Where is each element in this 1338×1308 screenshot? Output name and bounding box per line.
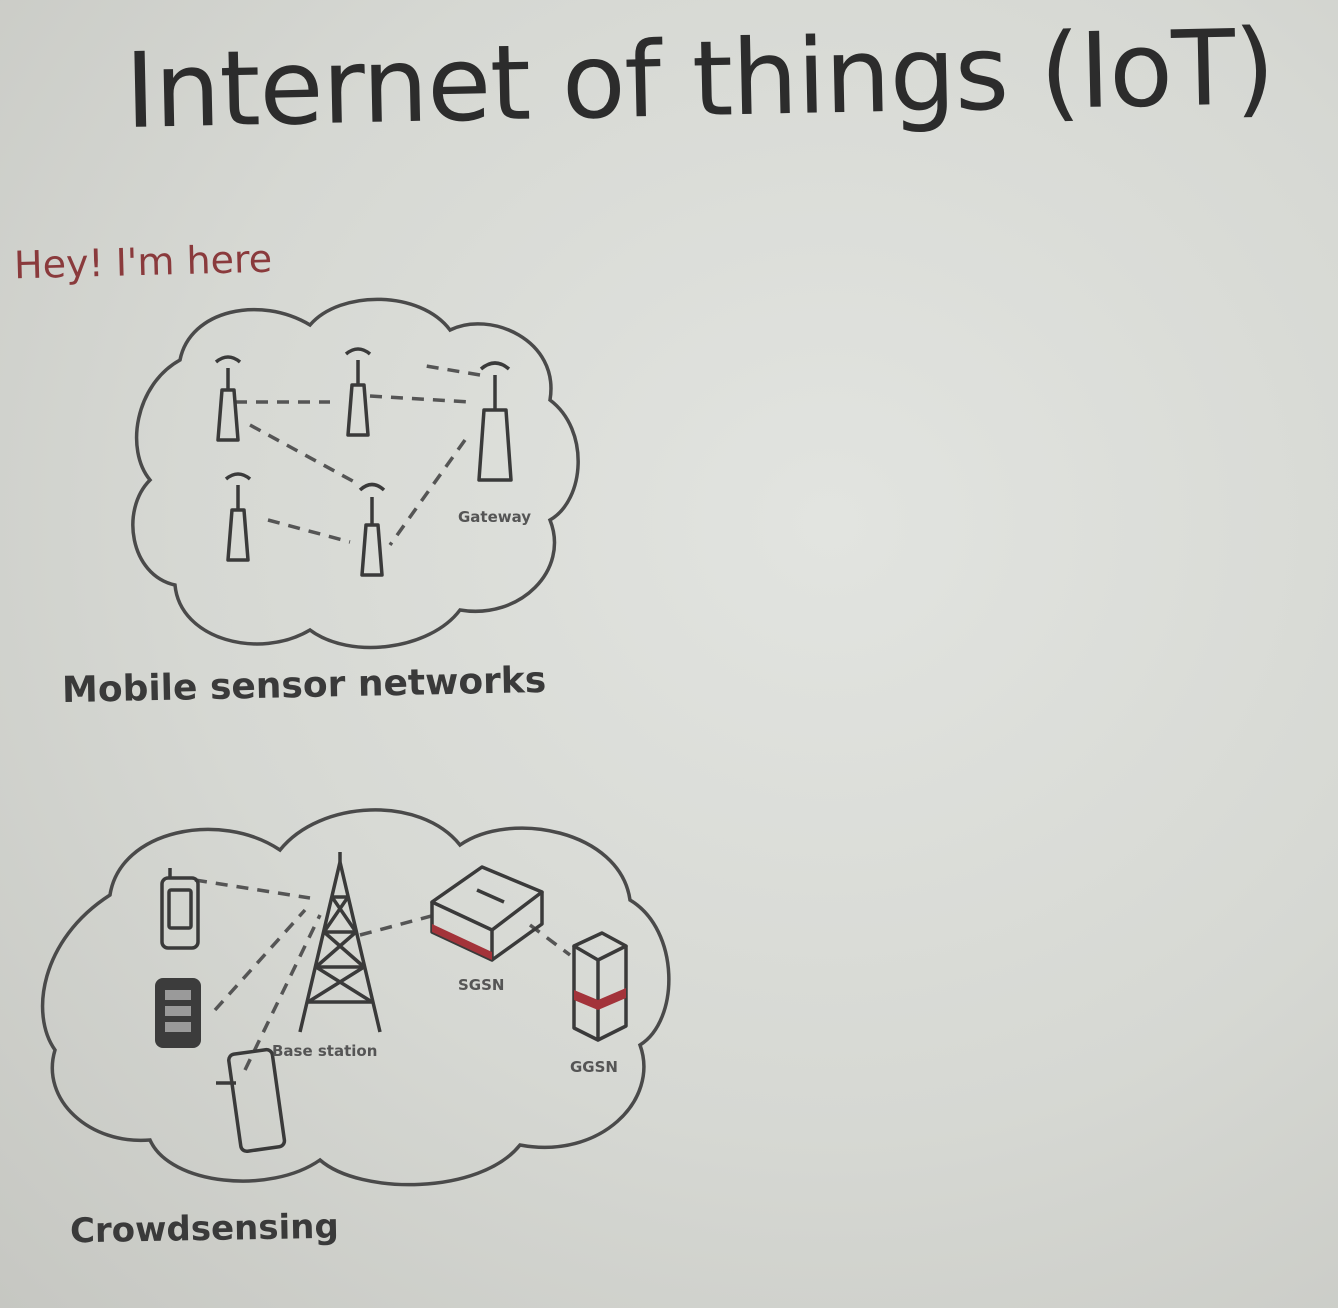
base-station-tower-icon [298, 852, 382, 1033]
crowdsensing-cloud [40, 808, 671, 1187]
ggsn-server-icon [572, 931, 628, 1042]
link-3-5 [267, 518, 351, 544]
sensor-network-cloud [131, 297, 580, 650]
crowdsensing-diagram: Base station SGSN GGSN [40, 808, 671, 1187]
link-tower-sgsn [359, 913, 436, 937]
link-gw-5 [388, 438, 467, 547]
gateway-label: Gateway [458, 508, 531, 526]
ggsn-label: GGSN [570, 1058, 618, 1076]
link-phone-tower [194, 878, 311, 900]
mobile-sensor-network-diagram: Gateway [131, 297, 580, 650]
mobile-phone-icon [160, 868, 200, 950]
sensor-node-icon [224, 472, 252, 562]
handheld-device-icon [155, 978, 201, 1048]
slide-title: Internet of things (IoT) [123, 5, 1276, 152]
link-gw-2 [419, 363, 481, 377]
gateway-node-icon [477, 361, 513, 482]
sensor-node-icon [344, 347, 372, 437]
link-1-4 [249, 423, 361, 487]
link-device-tower [213, 908, 307, 1012]
link-sgsn-ggsn [528, 923, 572, 957]
sensor-node-icon [358, 482, 386, 577]
caption-crowdsensing: Crowdsensing [69, 1206, 340, 1252]
link-tablet-tower [243, 914, 322, 1071]
callout-text: Hey! I'm here [13, 236, 273, 288]
base-station-label: Base station [272, 1042, 377, 1060]
caption-mobile-sensor-networks: Mobile sensor networks [61, 659, 547, 712]
tablet-icon [216, 1047, 287, 1154]
sgsn-label: SGSN [458, 976, 504, 994]
link-2-gw [369, 394, 471, 404]
sensor-node-icon [214, 355, 242, 442]
sgsn-router-icon [430, 865, 544, 962]
